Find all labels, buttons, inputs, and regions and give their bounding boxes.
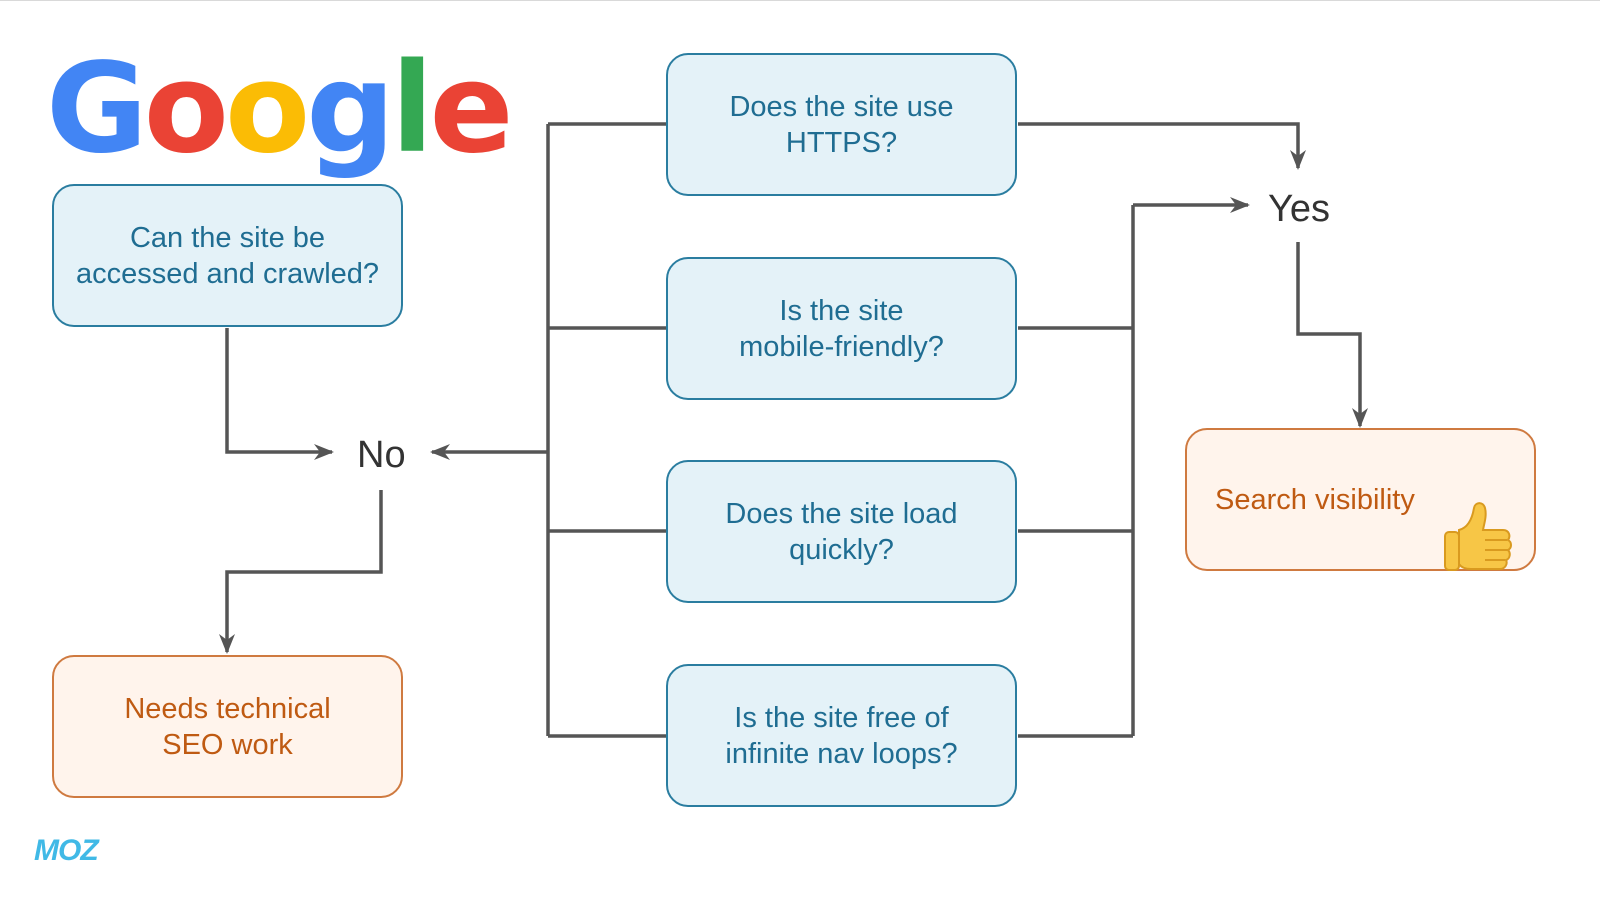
- node-visibility: Search visibility: [1185, 428, 1536, 571]
- label-yes: Yes: [1268, 188, 1330, 230]
- node-mobile: Is the site mobile-friendly?: [666, 257, 1017, 400]
- connector-no-seo: [219, 490, 383, 654]
- logo-letter: l: [390, 37, 433, 181]
- connector-crawl-no: [225, 328, 334, 460]
- logo-letter: o: [143, 37, 229, 181]
- top-border: [0, 0, 1600, 1]
- moz-logo: MOZ: [34, 834, 99, 867]
- logo-letter: e: [429, 37, 513, 181]
- thumbs-up-icon: [1439, 462, 1517, 585]
- node-loops: Is the site free of infinite nav loops?: [666, 664, 1017, 807]
- node-speed: Does the site load quickly?: [666, 460, 1017, 603]
- logo-letter: o: [224, 37, 310, 181]
- google-logo: Google: [46, 44, 514, 174]
- node-crawl: Can the site be accessed and crawled?: [52, 184, 403, 327]
- visibility-label: Search visibility: [1215, 483, 1415, 516]
- node-https: Does the site use HTTPS?: [666, 53, 1017, 196]
- node-seo-work: Needs technical SEO work: [52, 655, 403, 798]
- logo-letter: G: [46, 37, 148, 181]
- label-no: No: [357, 434, 406, 476]
- logo-letter: g: [306, 37, 395, 181]
- connector-yes-visibility: [1296, 242, 1368, 428]
- connector-https-yes: [1018, 122, 1306, 170]
